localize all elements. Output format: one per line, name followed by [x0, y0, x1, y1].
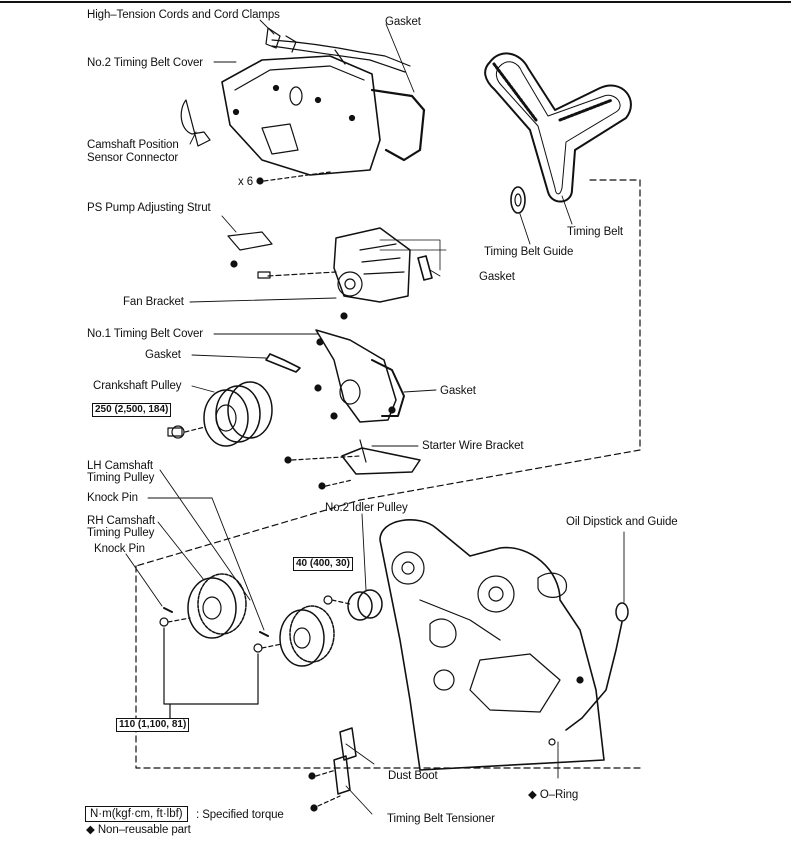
label-timing-belt-guide: Timing Belt Guide: [484, 246, 574, 258]
label-camshaft-sensor-line2: Sensor Connector: [87, 152, 179, 164]
torque-bracket-camshaft: [163, 627, 259, 705]
label-camshaft-sensor-line1: Camshaft Position: [87, 139, 179, 151]
label-crankshaft-pulley: Crankshaft Pulley: [93, 380, 182, 392]
timing-belt-drawing: [484, 52, 632, 203]
high-tension-cords-drawing: [265, 27, 411, 73]
label-knock-pin-1: Knock Pin: [87, 492, 138, 504]
gasket-fan-drawing: [417, 255, 433, 281]
crankshaft-pulley-drawing: [167, 381, 273, 447]
label-starter-wire-bracket: Starter Wire Bracket: [422, 440, 524, 452]
starter-wire-bracket-drawing: [284, 439, 421, 490]
idler-pulley-drawing: [323, 589, 383, 621]
label-fan-bracket: Fan Bracket: [123, 296, 184, 308]
gasket-left-drawing: [265, 353, 301, 373]
camshaft-sensor-drawing: [180, 99, 211, 147]
label-gasket-fan: Gasket: [479, 271, 515, 283]
no2-timing-belt-cover-drawing: [221, 55, 381, 176]
label-bolt-count: x 6: [238, 176, 254, 188]
label-rh-camshaft-line1: RH Camshaft: [87, 515, 155, 527]
torque-crankshaft: 250 (2,500, 184): [92, 403, 172, 417]
rh-camshaft-pulley-drawing: [159, 573, 247, 639]
torque-idler: 40 (400, 30): [293, 557, 353, 571]
label-dust-boot: Dust Boot: [388, 770, 438, 782]
label-lh-camshaft-line1: LH Camshaft: [87, 460, 154, 472]
fan-bracket-drawing: [257, 227, 411, 320]
label-knock-pin-2: Knock Pin: [94, 543, 145, 555]
label-gasket-right: Gasket: [440, 385, 476, 397]
timing-belt-tensioner-drawing: [308, 727, 357, 812]
assembly-dashed-outline: [135, 179, 641, 769]
gasket-right-drawing: [371, 359, 405, 417]
legend-non-reusable: ◆ Non–reusable part: [86, 824, 191, 836]
label-no1-timing-belt-cover: No.1 Timing Belt Cover: [87, 328, 204, 340]
legend-unit-box: N·m(kgf·cm, ft·lbf): [85, 806, 188, 822]
knock-pin-1-drawing: [163, 607, 173, 613]
oil-dipstick-drawing: [548, 602, 629, 746]
engine-block-drawing: [379, 519, 605, 771]
knock-pin-2-drawing: [259, 631, 269, 637]
legend-unit-desc: : Specified torque: [196, 809, 284, 821]
label-rh-camshaft-line2: Timing Pulley: [87, 527, 155, 539]
label-lh-camshaft-line2: Timing Pulley: [87, 472, 155, 484]
label-o-ring: ◆ O–Ring: [528, 789, 579, 801]
leader-lines: [125, 19, 625, 815]
label-no2-idler-pulley: No.2 Idler Pulley: [325, 502, 408, 514]
ps-pump-strut-drawing: [227, 231, 273, 268]
gasket-top-drawing: [370, 88, 426, 162]
label-ps-pump-strut: PS Pump Adjusting Strut: [87, 202, 211, 214]
torque-camshaft: 110 (1,100, 81): [116, 718, 190, 732]
label-gasket-left: Gasket: [145, 349, 181, 361]
lh-camshaft-pulley-drawing: [253, 605, 335, 667]
label-timing-belt: Timing Belt: [567, 226, 623, 238]
fan-bracket-dashed-leader: [379, 239, 447, 271]
label-oil-dipstick: Oil Dipstick and Guide: [566, 516, 678, 528]
label-no2-timing-belt-cover: No.2 Timing Belt Cover: [87, 57, 204, 69]
label-gasket-top: Gasket: [385, 16, 421, 28]
label-high-tension-cords: High–Tension Cords and Cord Clamps: [87, 9, 280, 21]
timing-belt-guide-drawing: [510, 186, 526, 214]
label-timing-belt-tensioner: Timing Belt Tensioner: [387, 813, 495, 825]
cover-bolts-drawing: [256, 171, 331, 185]
no1-timing-belt-cover-drawing: [314, 329, 397, 423]
